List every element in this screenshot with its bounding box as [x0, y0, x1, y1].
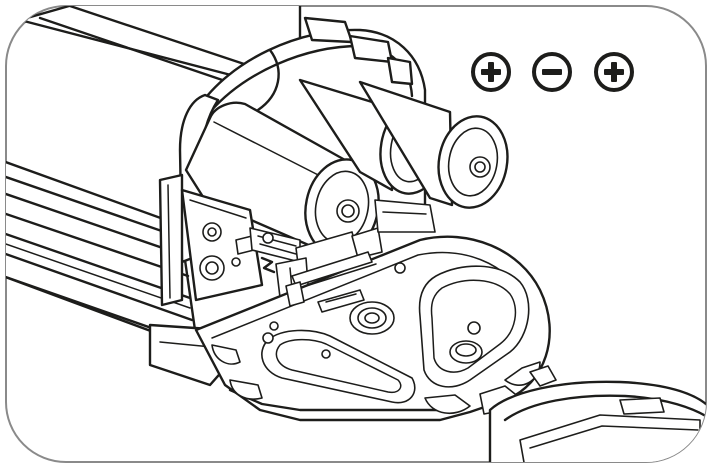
battery-front [184, 101, 380, 256]
minus-circle-icon [532, 52, 572, 92]
plus-circle-icon [471, 52, 511, 92]
lens-housing [488, 380, 706, 462]
battery-rear [358, 80, 509, 209]
polarity-symbols [471, 52, 634, 92]
plus-circle-icon [594, 52, 634, 92]
